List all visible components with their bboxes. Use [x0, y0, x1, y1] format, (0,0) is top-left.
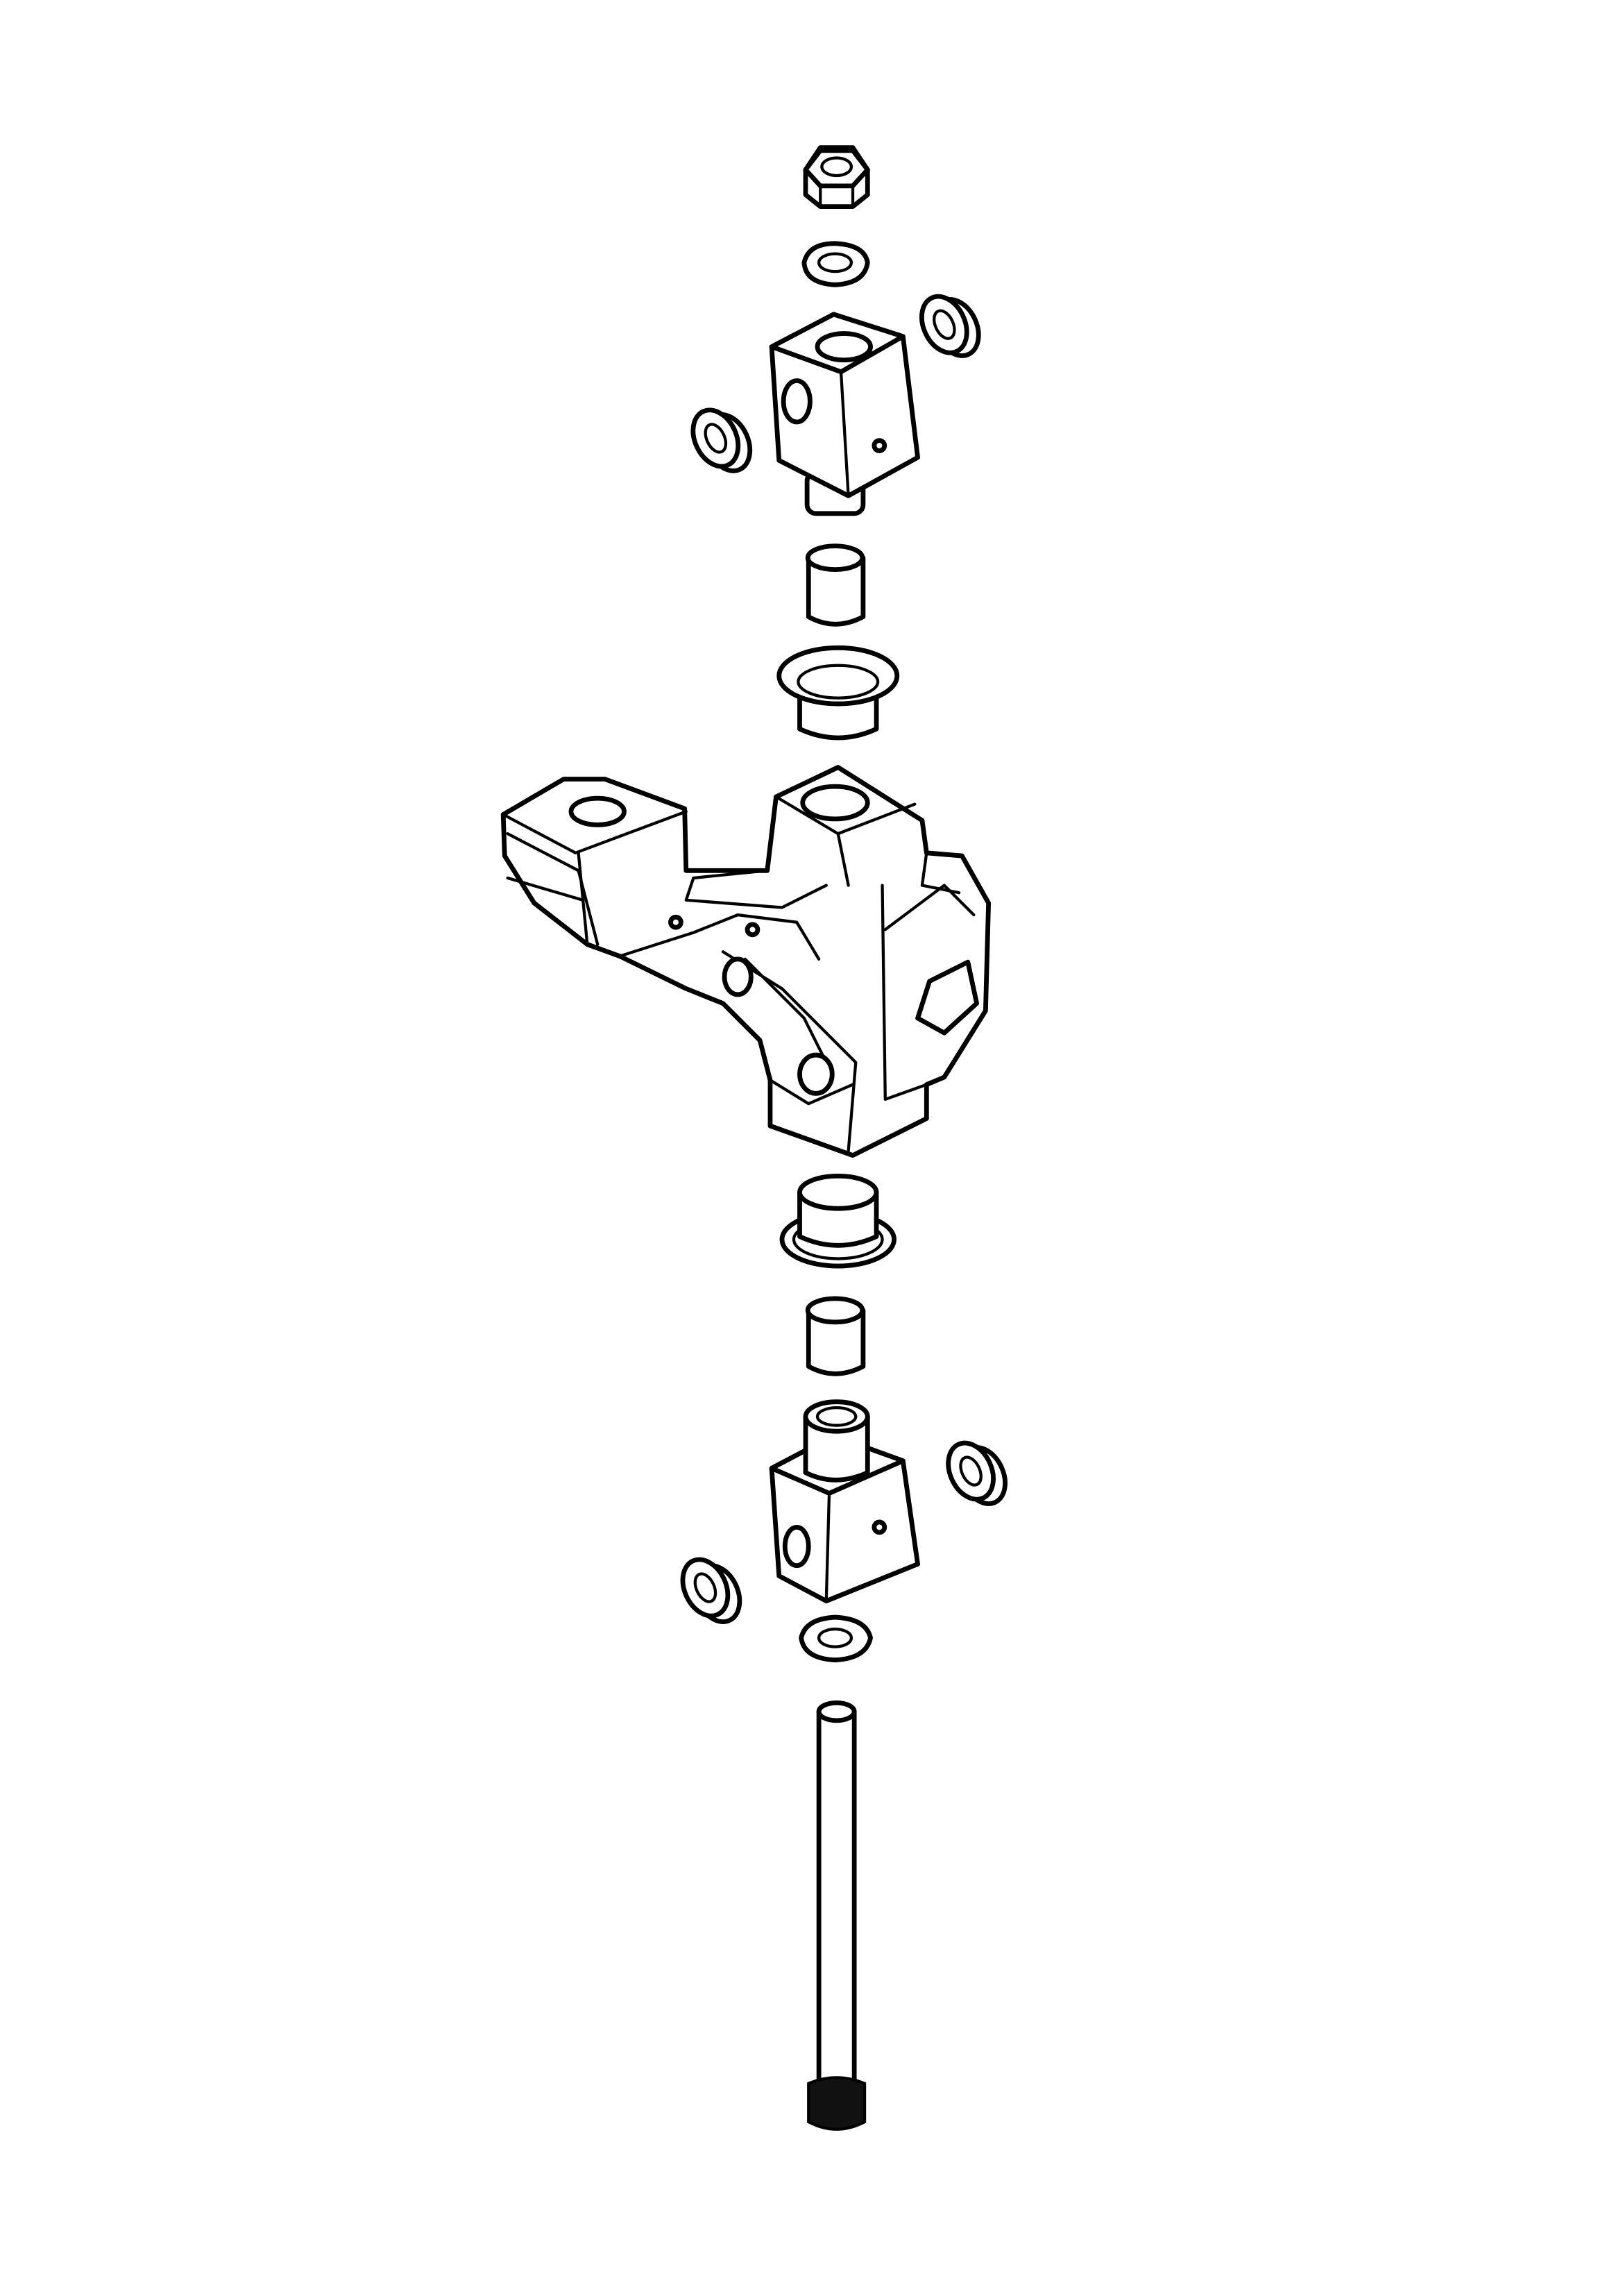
socket-head-bolt-icon [807, 1700, 867, 2131]
upper-right-bushing-icon [919, 294, 981, 358]
upper-knuckle-block-icon [769, 312, 920, 516]
upper-left-bushing-icon [690, 407, 753, 473]
lower-washer-icon [799, 1614, 873, 1663]
lower-left-bushing-icon [680, 1557, 742, 1624]
main-bracket-icon [500, 765, 992, 1158]
upper-spacer-tube-icon [805, 543, 866, 627]
upper-washer-icon [801, 241, 870, 287]
lower-flanged-bushing-icon [779, 1173, 897, 1269]
lower-knuckle-block-icon [769, 1399, 920, 1604]
hex-nut-icon [803, 145, 870, 210]
upper-flanged-bushing-icon [776, 645, 900, 741]
lower-right-bushing-icon [946, 1440, 1008, 1506]
lower-spacer-tube-icon [805, 1296, 866, 1376]
